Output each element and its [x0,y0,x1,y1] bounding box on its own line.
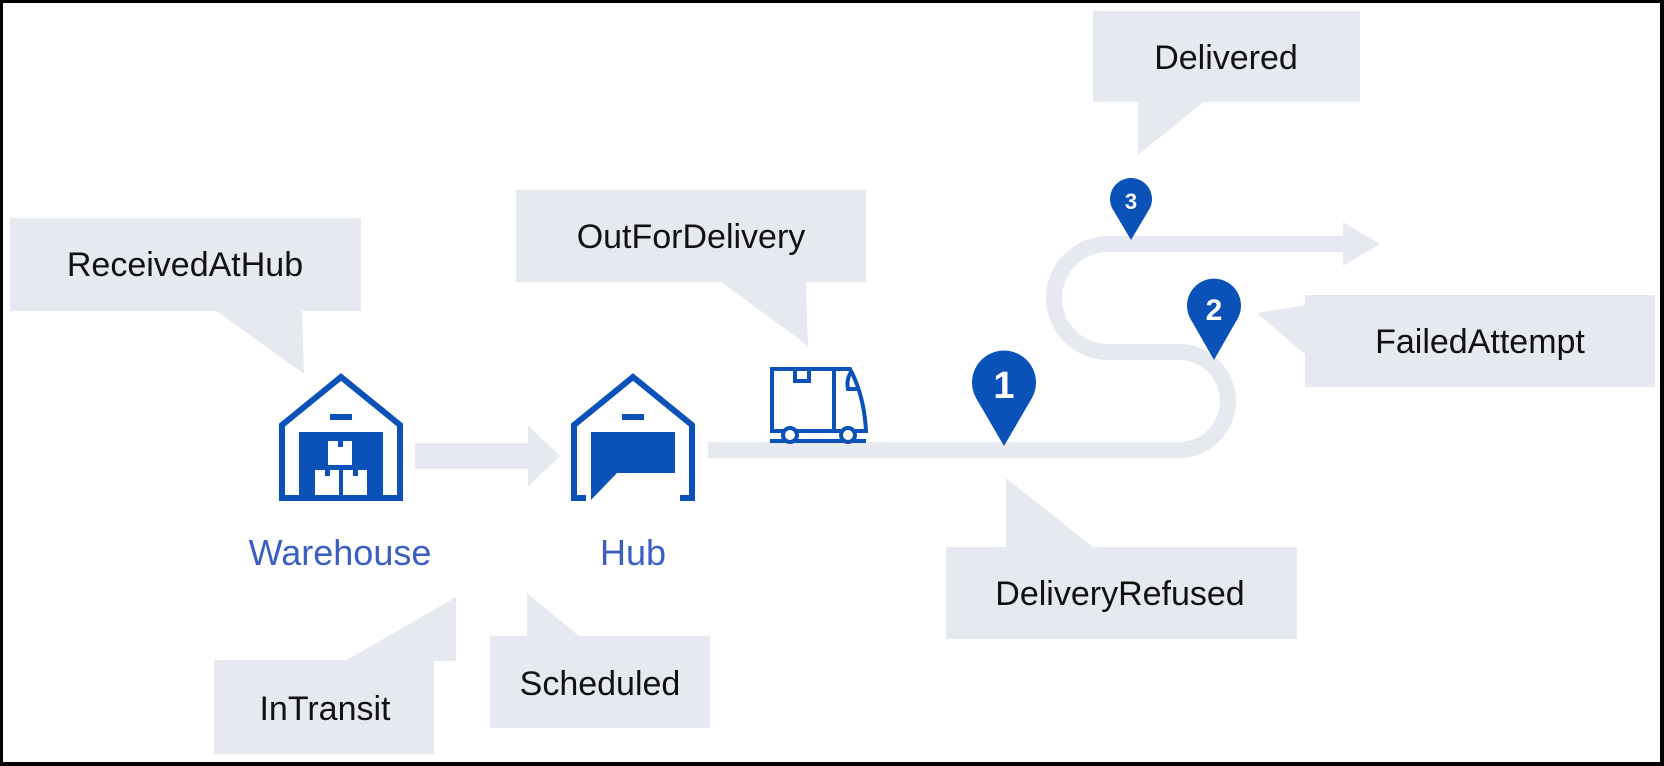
delivery-route [708,236,1345,458]
callout-failed-attempt: FailedAttempt [1257,295,1655,387]
diagram-frame: ReceivedAtHub OutForDelivery InTransit S… [3,3,1660,762]
callout-scheduled: Scheduled [490,593,710,728]
shipment-status-diagram: ReceivedAtHub OutForDelivery InTransit S… [10,11,1655,754]
pin-2[interactable]: 2 [1187,278,1241,360]
callout-out-for-delivery: OutForDelivery [516,190,866,346]
pin-1-number: 1 [993,365,1014,407]
warehouse-icon [279,373,403,501]
pin-1[interactable]: 1 [972,350,1036,446]
route-end-arrowhead [1343,222,1380,266]
status-delivery-refused: DeliveryRefused [995,575,1244,613]
status-scheduled: Scheduled [520,665,681,703]
delivery-truck-icon [770,367,869,444]
hub-icon [571,373,695,501]
node-label-hub: Hub [600,532,666,573]
status-in-transit: InTransit [259,690,391,728]
pin-3[interactable]: 3 [1110,178,1153,240]
node-label-warehouse: Warehouse [249,532,432,573]
status-failed-attempt: FailedAttempt [1375,323,1585,361]
callout-delivered: Delivered [1093,11,1360,155]
callout-received-at-hub: ReceivedAtHub [10,218,361,374]
pin-3-number: 3 [1125,189,1137,214]
status-received-at-hub: ReceivedAtHub [67,246,303,284]
status-out-for-delivery: OutForDelivery [577,218,806,256]
pin-2-number: 2 [1206,294,1223,327]
status-delivered: Delivered [1154,39,1298,77]
flow-arrow-warehouse-to-hub [415,425,560,487]
callout-in-transit: InTransit [214,597,456,754]
callout-delivery-refused: DeliveryRefused [946,478,1297,639]
